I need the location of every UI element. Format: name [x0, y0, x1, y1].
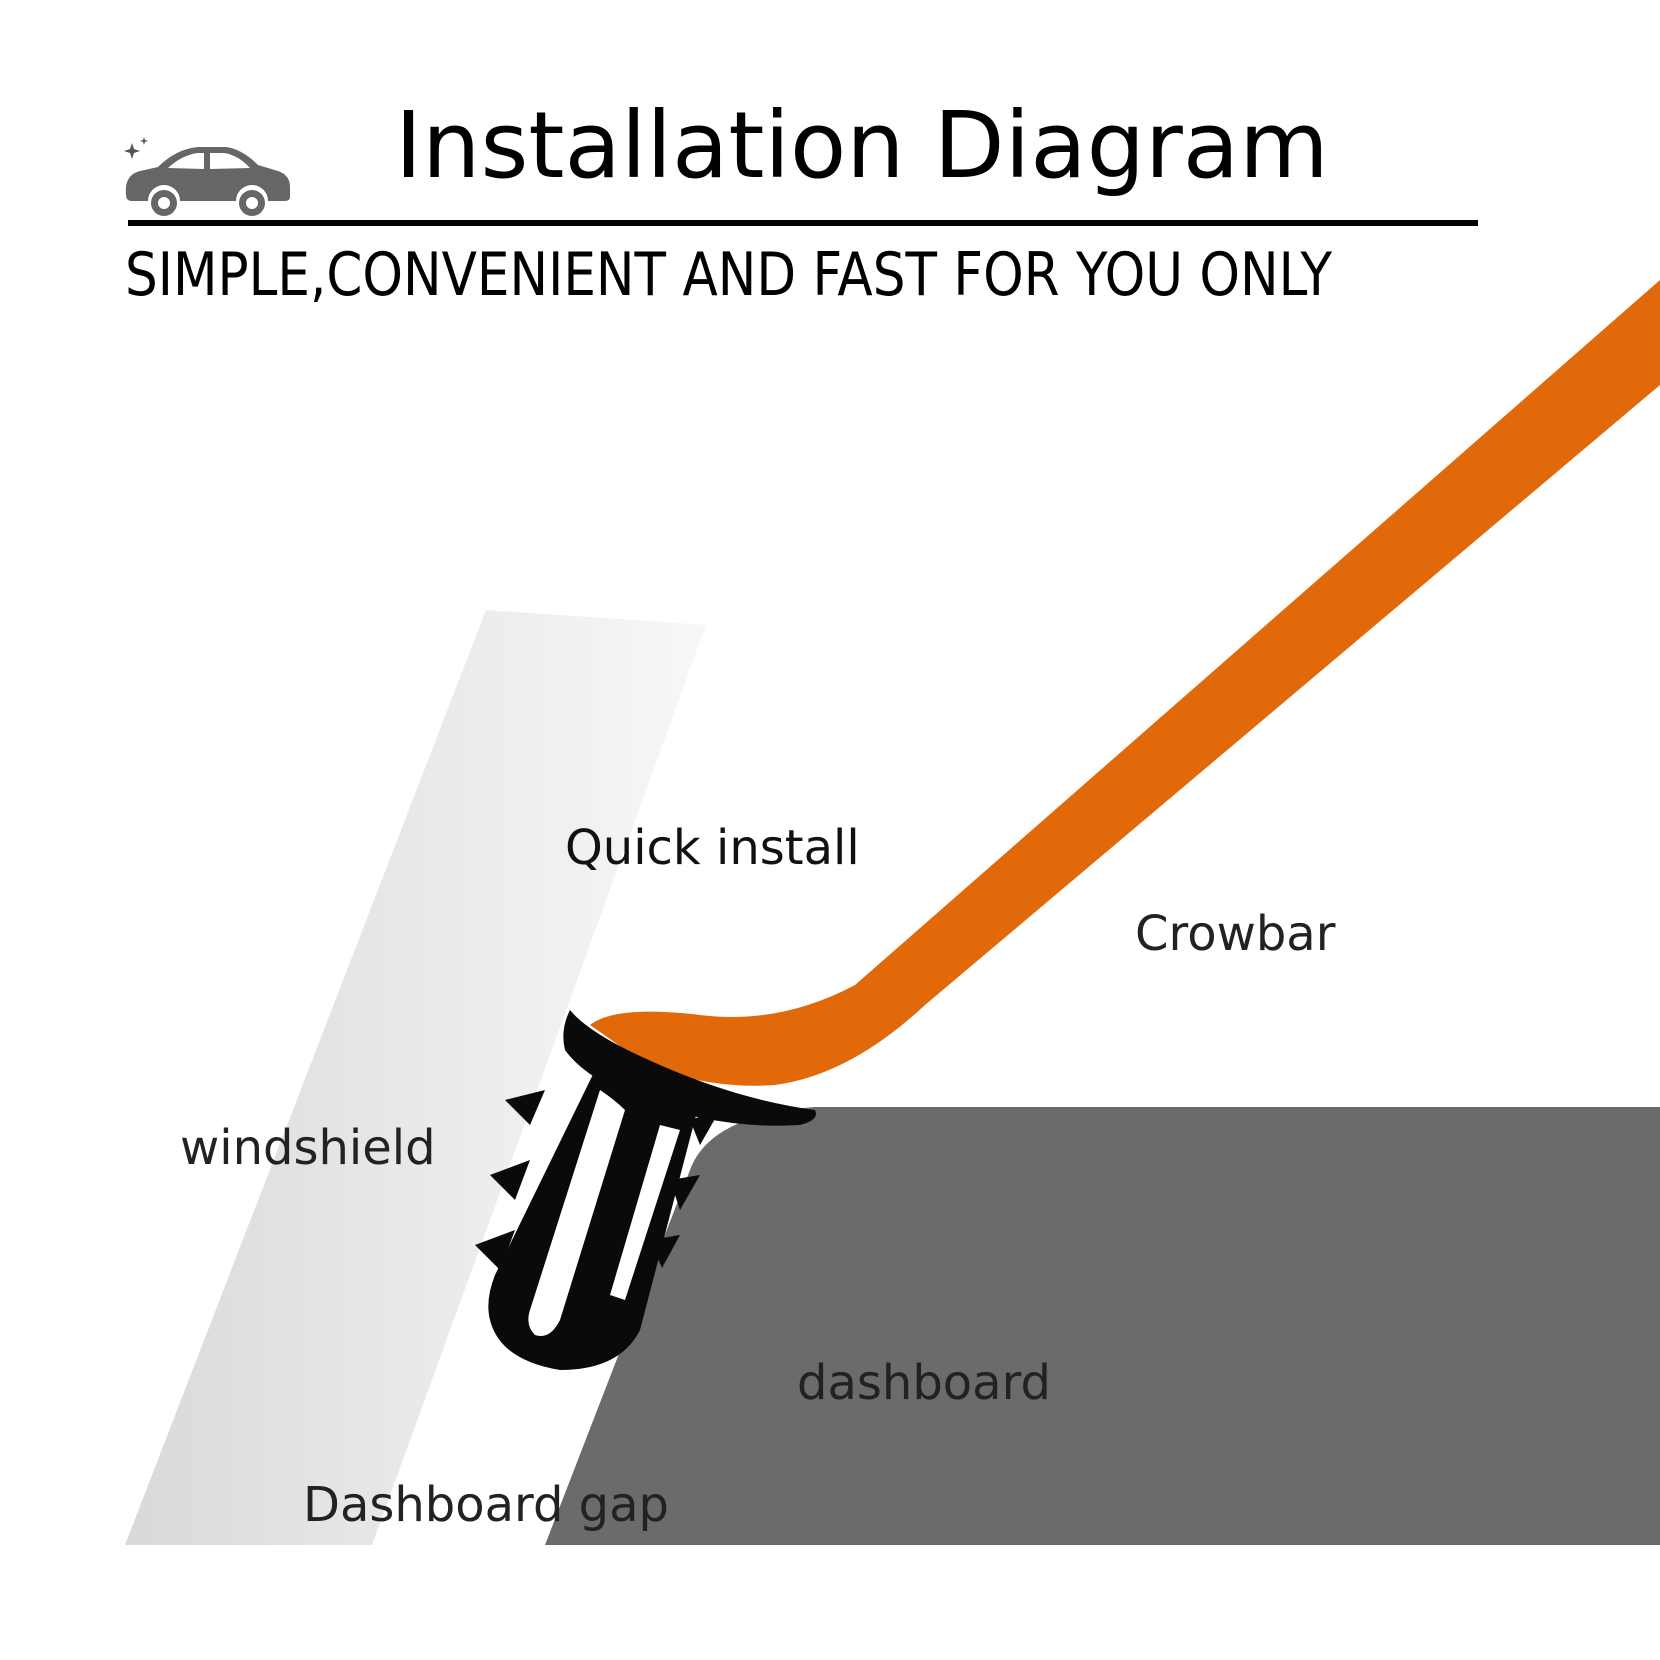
title-divider	[128, 220, 1478, 226]
page-title: Installation Diagram	[395, 92, 1329, 199]
sparkle-icon	[124, 137, 148, 159]
windshield-label: windshield	[180, 1120, 436, 1176]
dashboard-label: dashboard	[797, 1355, 1051, 1411]
windshield-shape	[125, 610, 706, 1545]
crowbar-shape	[590, 280, 1660, 1086]
dashboard-shape	[545, 1107, 1660, 1545]
crowbar-label: Crowbar	[1135, 906, 1336, 962]
dashboard-gap-label: Dashboard gap	[303, 1477, 670, 1533]
quick-install-label: Quick install	[565, 820, 860, 876]
car-icon	[124, 137, 291, 216]
page-subtitle: SIMPLE,CONVENIENT AND FAST FOR YOU ONLY	[125, 240, 1333, 310]
